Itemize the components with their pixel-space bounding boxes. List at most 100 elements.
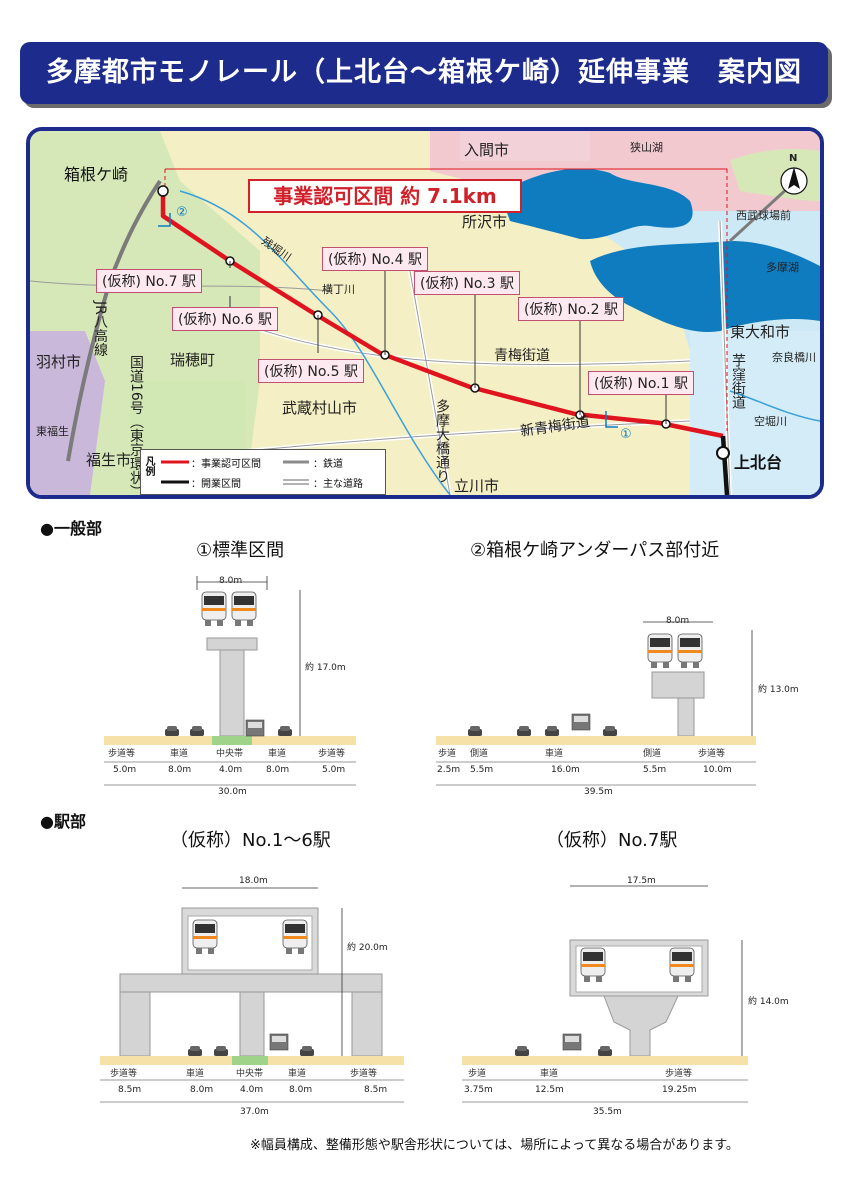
d2-width-0: 2.5m <box>437 765 461 775</box>
place-hamura: 羽村市 <box>36 353 82 371</box>
station-no2: (仮称) No.2 駅 <box>518 297 624 321</box>
d4-width-2: 19.25m <box>662 1085 697 1095</box>
d3-lane-3: 車道 <box>288 1069 307 1079</box>
d1-width-0: 5.0m <box>113 765 137 775</box>
d1-width-4: 5.0m <box>322 765 346 775</box>
diagram1-title: ①標準区間 <box>196 540 285 561</box>
d2-width-3: 5.5m <box>643 765 667 775</box>
place-tokorozawa: 所沢市 <box>462 213 508 231</box>
d2-lane-2: 車道 <box>545 749 564 759</box>
river-yokocho: 横丁川 <box>322 283 355 296</box>
place-sayamako: 狭山湖 <box>630 141 663 154</box>
d1-height: 約 17.0m <box>305 663 346 673</box>
d1-width-2: 4.0m <box>219 765 243 775</box>
diagram4-drawing <box>462 885 748 1103</box>
river-karabori: 空堀川 <box>754 415 787 428</box>
d2-top-width: 8.0m <box>666 616 690 626</box>
d2-lane-1: 側道 <box>470 749 489 759</box>
d3-total: 37.0m <box>240 1107 269 1117</box>
d1-lane-0: 歩道等 <box>108 749 136 759</box>
road-tama-ohashi: 多摩大橋通り <box>434 399 450 483</box>
d2-lane-3: 側道 <box>643 749 662 759</box>
rail-jr-hachiko: JR八高線 <box>92 301 108 357</box>
d3-lane-4: 歩道等 <box>350 1069 378 1079</box>
d4-width-0: 3.75m <box>464 1085 493 1095</box>
legend-swatches-2 <box>283 460 309 485</box>
d2-lane-4: 歩道等 <box>698 749 726 759</box>
d3-width-0: 8.5m <box>118 1085 142 1095</box>
diagram1-drawing <box>104 576 356 786</box>
place-tamako: 多摩湖 <box>766 261 799 274</box>
place-higashiyamato: 東大和市 <box>730 323 791 341</box>
route-map: 箱根ケ崎 上北台 入間市 所沢市 東大和市 瑞穂町 武蔵村山市 羽村市 福生市 … <box>26 127 824 499</box>
approval-section-label: 事業認可区間 約 7.1km <box>248 179 522 213</box>
station-no7: (仮称) No.7 駅 <box>96 269 202 293</box>
d1-width-1: 8.0m <box>168 765 192 775</box>
d1-lane-2: 中央帯 <box>216 749 244 759</box>
diagram2-drawing <box>436 621 756 786</box>
footnote: ※幅員構成、整備形態や駅舎形状については、場所によって異なる場合があります。 <box>250 1138 739 1153</box>
d4-top-width: 17.5m <box>627 876 656 886</box>
station-no6: (仮称) No.6 駅 <box>172 307 278 331</box>
section-station-heading: ●駅部 <box>40 812 86 831</box>
place-mizuho: 瑞穂町 <box>170 351 216 369</box>
d2-lane-0: 歩道 <box>438 749 457 759</box>
map-legend: 凡例 ：事業認可区間 ：開業区間 ：鉄道 ：主な道路 <box>140 449 386 495</box>
legend-railway: ：鉄道 <box>313 459 343 470</box>
d4-width-1: 12.5m <box>535 1085 564 1095</box>
marker-1: ① <box>620 427 632 442</box>
road-imokubo: 芋窪街道 <box>730 353 746 409</box>
marker-2: ② <box>176 205 188 220</box>
d3-height: 約 20.0m <box>347 943 388 953</box>
d4-total: 35.5m <box>593 1107 622 1117</box>
road-ome-kaido: 青梅街道 <box>494 348 550 364</box>
cross-section-drawings <box>100 576 756 1103</box>
station-no3: (仮称) No.3 駅 <box>414 271 520 295</box>
d3-top-width: 18.0m <box>239 876 268 886</box>
d2-width-4: 10.0m <box>703 765 732 775</box>
d3-lane-0: 歩道等 <box>110 1069 138 1079</box>
place-higashi-fussa: 東福生 <box>36 425 69 438</box>
d2-total: 39.5m <box>584 787 613 797</box>
title-banner <box>20 42 828 104</box>
section-general-heading: ●一般部 <box>40 519 102 538</box>
d4-lane-1: 車道 <box>540 1069 559 1079</box>
page-title: 多摩都市モノレール（上北台〜箱根ケ崎）延伸事業 案内図 <box>46 57 802 88</box>
legend-title: 凡例 <box>143 456 154 476</box>
d2-width-1: 5.5m <box>470 765 494 775</box>
north-icon: N <box>789 153 798 164</box>
d1-lane-3: 車道 <box>268 749 287 759</box>
place-tachikawa: 立川市 <box>454 477 500 495</box>
station-no1: (仮称) No.1 駅 <box>588 371 694 395</box>
place-seibu-kyujo: 西武球場前 <box>736 209 791 222</box>
place-kamikitadai: 上北台 <box>734 453 783 472</box>
d2-width-2: 16.0m <box>551 765 580 775</box>
station-no5: (仮称) No.5 駅 <box>258 359 364 383</box>
legend-open: ：開業区間 <box>191 479 241 490</box>
d3-lane-2: 中央帯 <box>236 1069 264 1079</box>
d4-lane-0: 歩道 <box>468 1069 487 1079</box>
place-hakonegasaki: 箱根ケ崎 <box>64 165 129 184</box>
legend-swatches <box>161 460 189 484</box>
d1-lane-4: 歩道等 <box>318 749 346 759</box>
diagram3-title: （仮称）No.1〜6駅 <box>170 830 331 851</box>
d3-lane-1: 車道 <box>186 1069 205 1079</box>
river-narahashi: 奈良橋川 <box>772 351 816 364</box>
place-musashimurayama: 武蔵村山市 <box>282 399 358 417</box>
d4-height: 約 14.0m <box>748 997 789 1007</box>
d2-height: 約 13.0m <box>758 685 799 695</box>
d3-width-3: 8.0m <box>289 1085 313 1095</box>
diagram4-title: （仮称）No.7駅 <box>546 830 678 851</box>
d1-top-width: 8.0m <box>219 576 243 586</box>
legend-road: ：主な道路 <box>313 479 363 490</box>
d3-width-2: 4.0m <box>240 1085 264 1095</box>
d3-width-4: 8.5m <box>364 1085 388 1095</box>
diagram3-drawing <box>100 887 404 1103</box>
legend-approved: ：事業認可区間 <box>191 459 261 470</box>
place-iruma: 入間市 <box>464 141 510 159</box>
d3-width-1: 8.0m <box>190 1085 214 1095</box>
d1-width-3: 8.0m <box>266 765 290 775</box>
place-fussa: 福生市 <box>86 451 132 469</box>
diagram2-title: ②箱根ケ崎アンダーパス部付近 <box>470 540 720 561</box>
d1-total: 30.0m <box>218 787 247 797</box>
